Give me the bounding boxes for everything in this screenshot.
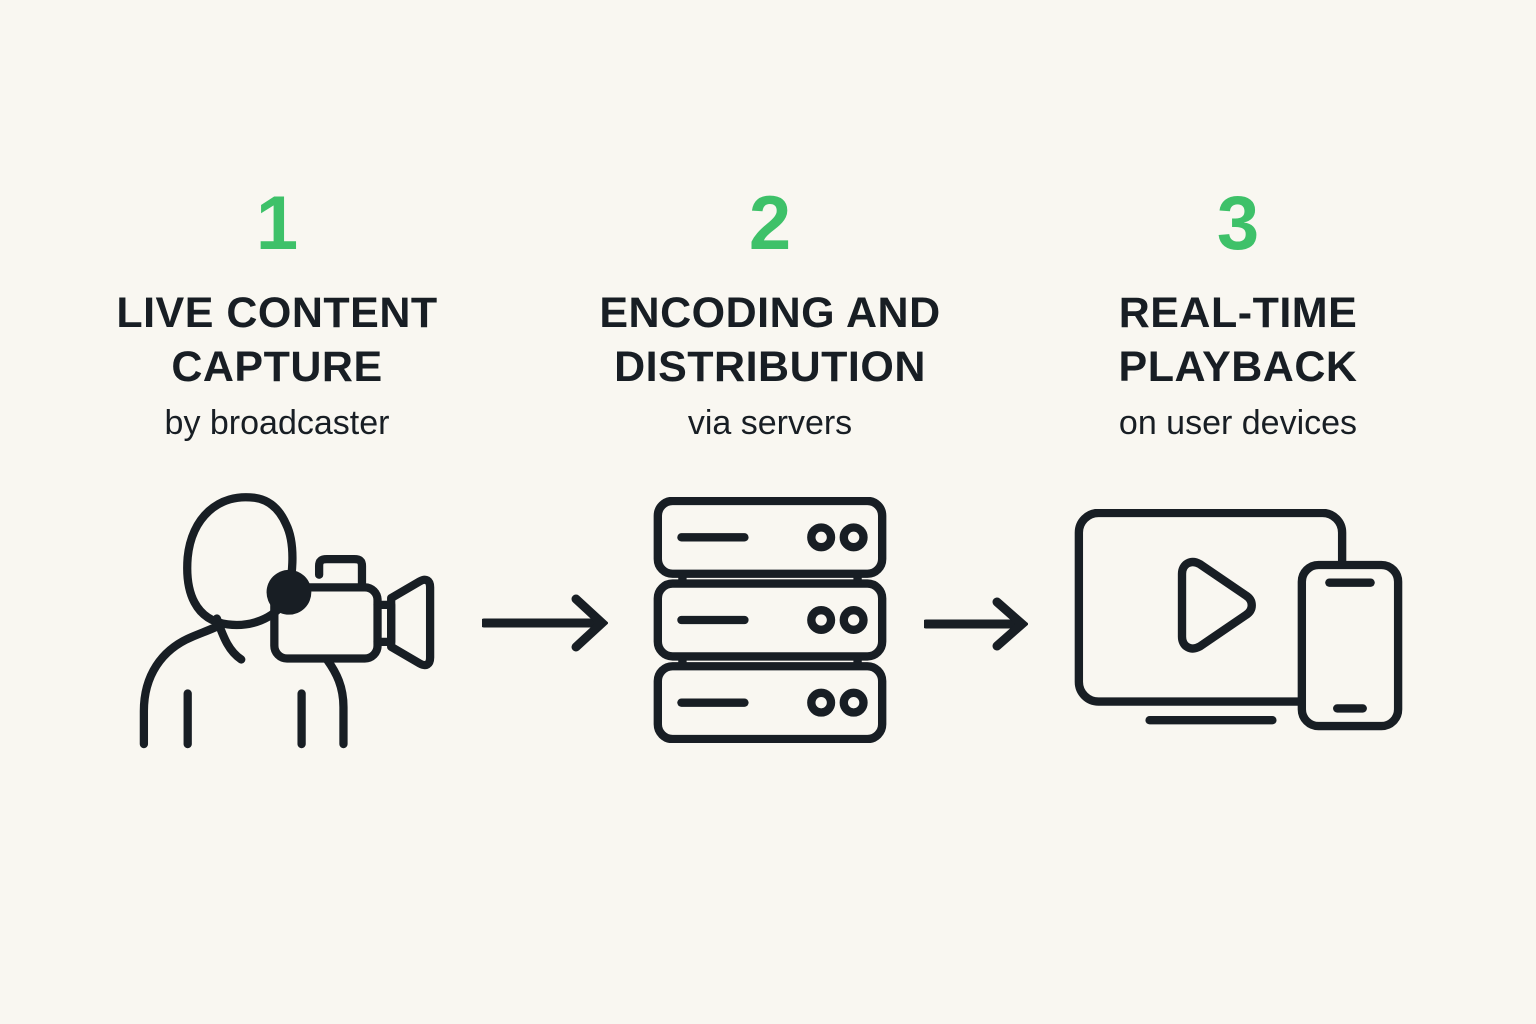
- step-icon-wrapper: [1008, 488, 1468, 752]
- server-stack-icon: [653, 497, 887, 743]
- step-title-line: DISTRIBUTION: [614, 343, 926, 392]
- step-encoding-distribution: 2 ENCODING AND DISTRIBUTION via servers: [540, 0, 1000, 1024]
- devices-playback-icon: [1074, 509, 1403, 731]
- broadcaster-camera-icon: [139, 493, 435, 749]
- arrow-right-icon: [924, 596, 1028, 652]
- step-title: REAL-TIME PLAYBACK: [1008, 286, 1468, 394]
- step-number: 2: [748, 181, 792, 266]
- step-realtime-playback: 3 REAL-TIME PLAYBACK on user devices: [1008, 0, 1468, 1024]
- step-subtitle: via servers: [687, 404, 853, 443]
- step-title: LIVE CONTENT CAPTURE: [47, 286, 507, 394]
- step-title-line: LIVE CONTENT: [116, 289, 438, 337]
- step-title-line: ENCODING AND: [599, 289, 941, 337]
- step-title-line: REAL-TIME: [1118, 289, 1358, 337]
- step-title-line: PLAYBACK: [1118, 343, 1358, 392]
- step-subtitle: on user devices: [1118, 404, 1358, 443]
- arrow-right-icon: [482, 592, 608, 654]
- step-title: ENCODING AND DISTRIBUTION: [540, 286, 1000, 394]
- step-live-content-capture: 1 LIVE CONTENT CAPTURE by broadcaster: [47, 0, 507, 1024]
- step-icon-wrapper: [47, 488, 507, 752]
- step-number: 3: [1216, 181, 1260, 266]
- step-number: 1: [255, 181, 299, 266]
- play-icon: [1177, 557, 1256, 653]
- smartphone-icon: [1297, 560, 1403, 731]
- step-subtitle: by broadcaster: [164, 404, 390, 443]
- step-icon-wrapper: [540, 488, 1000, 752]
- step-title-line: CAPTURE: [171, 343, 383, 392]
